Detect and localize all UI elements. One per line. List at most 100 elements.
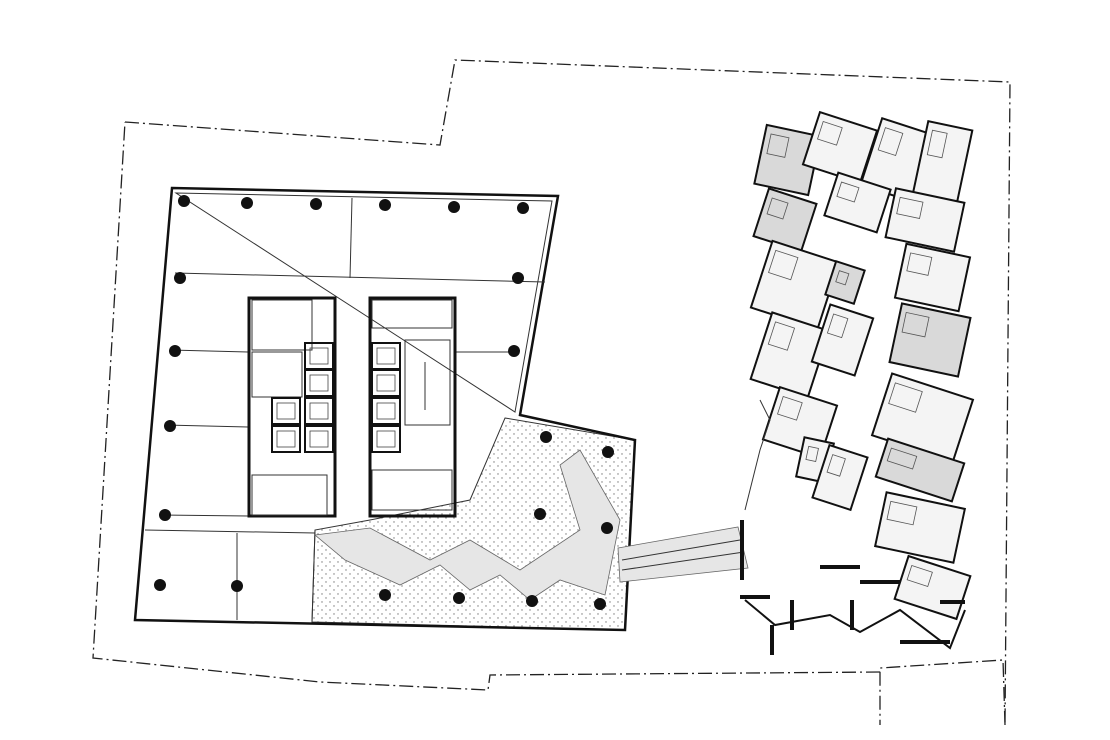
furniture (906, 252, 933, 276)
column (159, 509, 171, 521)
furniture (906, 565, 933, 587)
furniture (877, 127, 904, 157)
column (164, 420, 176, 432)
furniture (926, 129, 948, 159)
column (602, 446, 614, 458)
column (231, 580, 243, 592)
elevator-car (376, 347, 396, 365)
furniture (777, 396, 803, 421)
unit-room (752, 187, 818, 253)
column (310, 198, 322, 210)
column (508, 345, 520, 357)
furniture (766, 197, 789, 220)
furniture (768, 249, 799, 281)
columns (154, 195, 614, 610)
elevator (271, 397, 301, 425)
furniture (805, 445, 819, 462)
unit-room (824, 259, 866, 306)
column (178, 195, 190, 207)
elevator (371, 425, 401, 453)
apartment-unit (823, 171, 892, 234)
apartment-unit (810, 303, 875, 377)
furniture (826, 454, 846, 477)
furniture (836, 181, 860, 203)
apartment-unit (824, 259, 866, 306)
apartment-unit (753, 123, 822, 197)
furniture (826, 313, 849, 339)
elevator-car (376, 374, 396, 392)
furniture (886, 500, 918, 526)
wall-segment (740, 595, 770, 599)
furniture (886, 447, 918, 470)
site-boundary (124, 59, 1011, 726)
unit-room (874, 437, 966, 503)
column (174, 272, 186, 284)
apartment-unit (811, 443, 869, 512)
wall-segment (740, 520, 744, 580)
unit-room (893, 554, 972, 621)
wall-segment (790, 600, 794, 630)
apartment-unit (752, 187, 818, 253)
wall-segment (820, 565, 860, 569)
column (534, 508, 546, 520)
walkway (314, 449, 621, 601)
apartment-unit (873, 491, 967, 564)
wall-segment (860, 580, 900, 584)
apartment-unit (884, 187, 966, 253)
unit-room (801, 110, 879, 185)
elevator-car (376, 402, 396, 420)
elevator (304, 397, 334, 425)
elevator-car (309, 347, 329, 365)
column (379, 589, 391, 601)
elevator (304, 425, 334, 453)
elevator-bank (271, 342, 401, 453)
wall-segment (850, 600, 854, 630)
elevator (271, 425, 301, 453)
wall-segment (900, 640, 950, 644)
column (453, 592, 465, 604)
elevator (371, 342, 401, 370)
apartment-unit (870, 372, 975, 463)
furniture (901, 311, 930, 338)
column (540, 431, 552, 443)
unit-room (823, 171, 892, 234)
office-building-inner (174, 192, 553, 413)
unit-room (811, 443, 869, 512)
elevator-car (276, 402, 296, 420)
column (594, 598, 606, 610)
apartment-unit (893, 554, 972, 621)
unit-room (888, 302, 972, 378)
elevator-car (276, 430, 296, 448)
elevator (371, 369, 401, 397)
partitions (144, 197, 546, 623)
elevator-car (309, 374, 329, 392)
column (448, 201, 460, 213)
unit-room (810, 303, 875, 377)
elevator-car (376, 430, 396, 448)
unit-room (873, 491, 967, 564)
bridge (617, 526, 749, 583)
office-building-outline (133, 186, 637, 632)
apartment-unit (893, 242, 972, 313)
building-core (247, 296, 457, 518)
furniture (835, 270, 850, 286)
column (154, 579, 166, 591)
residential-tower (740, 110, 975, 655)
facade-line (744, 399, 771, 511)
wall-segment (770, 625, 774, 655)
elevator (371, 397, 401, 425)
furniture (896, 196, 924, 219)
unit-room (884, 187, 966, 253)
furniture (766, 133, 790, 158)
apartment-unit (801, 110, 879, 185)
column (526, 595, 538, 607)
tower-base-outline (744, 599, 966, 650)
apartment-unit (888, 302, 972, 378)
column (601, 522, 613, 534)
bridge-lines (621, 539, 745, 571)
furniture (888, 382, 923, 413)
column (512, 272, 524, 284)
column (517, 202, 529, 214)
column (241, 197, 253, 209)
